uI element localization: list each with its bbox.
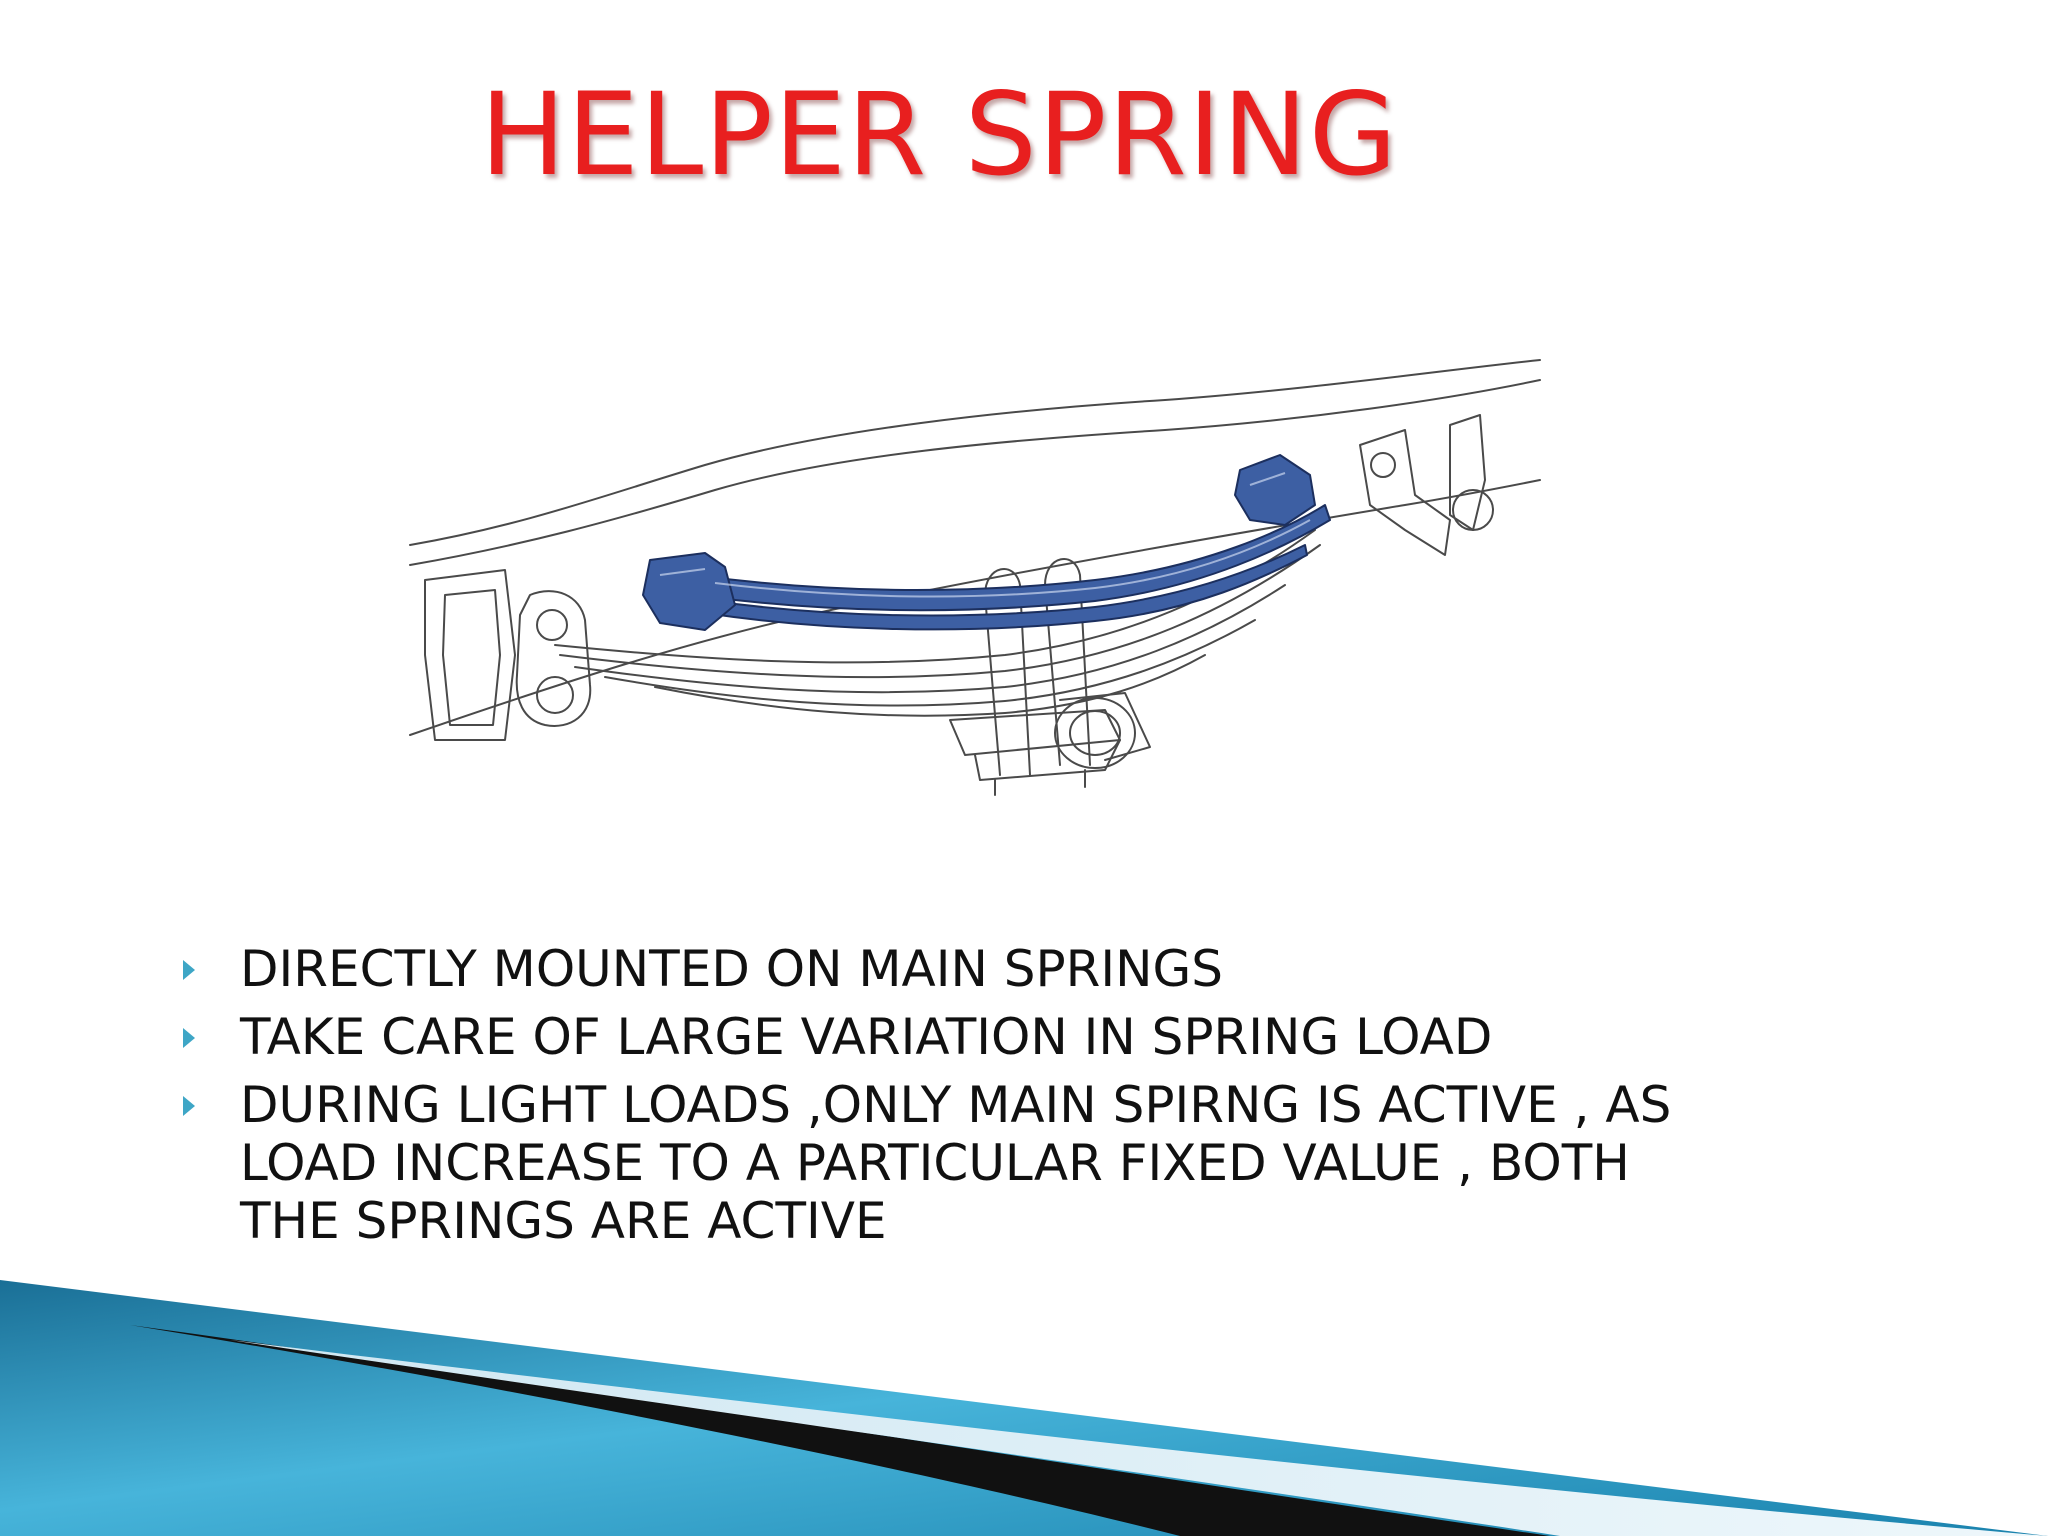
- bullet-text: TAKE CARE OF LARGE VARIATION IN SPRING L…: [240, 1008, 1493, 1066]
- bullet-item: TAKE CARE OF LARGE VARIATION IN SPRING L…: [178, 1008, 1778, 1066]
- bullet-text: DURING LIGHT LOADS ,ONLY MAIN SPIRNG IS …: [240, 1076, 1672, 1250]
- triangle-bullet-icon: [183, 960, 195, 980]
- corner-swoosh-decoration: [0, 1280, 2048, 1536]
- triangle-bullet-icon: [183, 1028, 195, 1048]
- bullet-item: DIRECTLY MOUNTED ON MAIN SPRINGS: [178, 940, 1778, 998]
- leaf-spring-illustration: [409, 359, 1541, 796]
- bullet-list: DIRECTLY MOUNTED ON MAIN SPRINGS TAKE CA…: [178, 940, 1778, 1260]
- bullet-text: DIRECTLY MOUNTED ON MAIN SPRINGS: [240, 940, 1224, 998]
- slide-title: HELPER SPRING: [480, 68, 1399, 201]
- triangle-bullet-icon: [183, 1096, 195, 1116]
- bullet-item: DURING LIGHT LOADS ,ONLY MAIN SPIRNG IS …: [178, 1076, 1778, 1250]
